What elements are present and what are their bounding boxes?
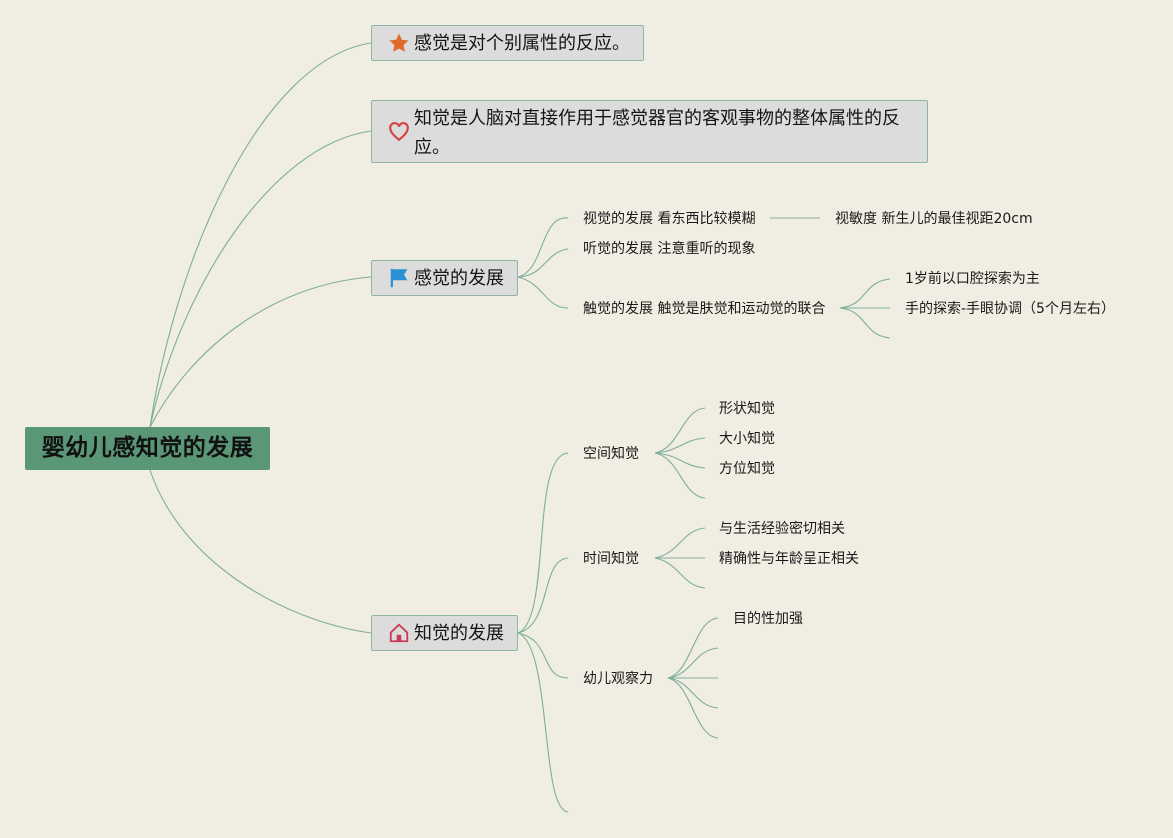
topic-label: 知觉是人脑对直接作用于感觉器官的客观事物的整体属性的反应。: [414, 108, 900, 158]
flag-icon: [390, 268, 408, 288]
subtopic-touch-mouth[interactable]: 1岁前以口腔探索为主: [905, 271, 1040, 287]
subtopic-size-perception[interactable]: 大小知觉: [719, 431, 775, 447]
subtopic-vision[interactable]: 视觉的发展 看东西比较模糊: [583, 211, 756, 227]
topic-label: 感觉是对个别属性的反应。: [414, 33, 630, 54]
topic-perception-development[interactable]: 知觉的发展: [371, 615, 518, 651]
topic-label: 感觉的发展: [414, 268, 504, 289]
subtopic-touch-hand[interactable]: 手的探索-手眼协调（5个月左右）: [905, 301, 1115, 317]
topic-sensation-development[interactable]: 感觉的发展: [371, 260, 518, 296]
subtopic-observation-purpose[interactable]: 目的性加强: [733, 611, 803, 627]
subtopic-touch[interactable]: 触觉的发展 触觉是肤觉和运动觉的联合: [583, 301, 826, 317]
subtopic-visual-acuity[interactable]: 视敏度 新生儿的最佳视距20cm: [835, 211, 1033, 227]
root-topic[interactable]: 婴幼儿感知觉的发展: [25, 427, 270, 470]
topic-label: 知觉的发展: [414, 623, 504, 644]
subtopic-direction-perception[interactable]: 方位知觉: [719, 461, 775, 477]
subtopic-time-accuracy[interactable]: 精确性与年龄呈正相关: [719, 551, 859, 567]
star-icon: [389, 33, 409, 52]
home-icon: [389, 623, 409, 643]
subtopic-shape-perception[interactable]: 形状知觉: [719, 401, 775, 417]
topic-perception-definition[interactable]: 知觉是人脑对直接作用于感觉器官的客观事物的整体属性的反应。: [371, 100, 928, 163]
subtopic-space-perception[interactable]: 空间知觉: [583, 446, 639, 462]
subtopic-observation[interactable]: 幼儿观察力: [583, 671, 653, 687]
topic-sensation-definition[interactable]: 感觉是对个别属性的反应。: [371, 25, 644, 61]
subtopic-hearing[interactable]: 听觉的发展 注意重听的现象: [583, 241, 756, 257]
subtopic-time-perception[interactable]: 时间知觉: [583, 551, 639, 567]
subtopic-time-experience[interactable]: 与生活经验密切相关: [719, 521, 845, 537]
heart-icon: [389, 122, 409, 142]
